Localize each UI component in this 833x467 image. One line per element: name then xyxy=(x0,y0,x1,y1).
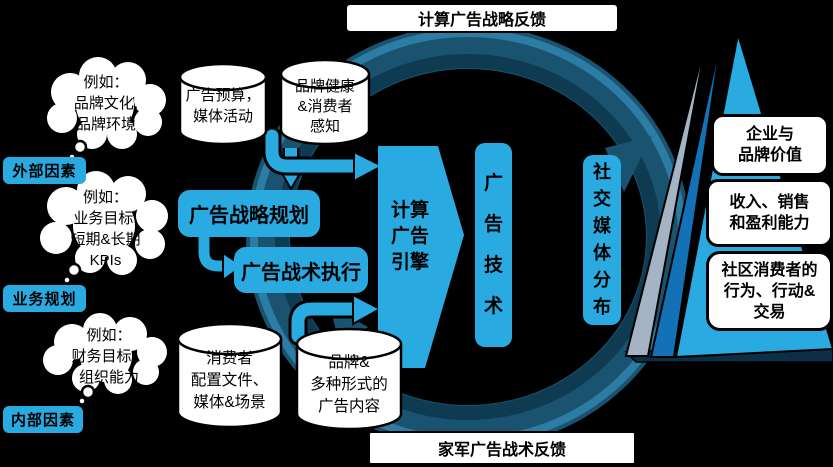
cylinder-text-ad-budget: 广告预算， 媒体活动 xyxy=(185,87,261,125)
flow-arrow-strategy-tactics-icon xyxy=(196,230,245,282)
engine-label: 计算 广告 引擎 xyxy=(390,200,429,273)
thought-cloud-business xyxy=(37,168,171,285)
cloud-text-business: 例如： 业务目标, 短期&长期 KPIs xyxy=(70,189,141,269)
cylinder-text-ad-content: 品牌& 多种形式的 广告内容 xyxy=(310,354,388,415)
social-media-distribution-box: 社 交 媒 体 分 布 xyxy=(583,155,621,325)
tag-business-planning: 业务规划 xyxy=(3,285,86,312)
database-cylinder-ad-budget xyxy=(178,62,268,146)
strategy-planning-box: 广告战略规划 xyxy=(178,190,320,237)
cloud-text-external: 例如： 品牌文化, 品牌环境 xyxy=(73,74,139,133)
tag-external-factors: 外部因素 xyxy=(3,157,86,184)
feedback-top-label: 计算广告战略反馈 xyxy=(345,3,619,33)
tag-internal-factors: 内部因素 xyxy=(3,406,83,433)
flow-arrow-bottom-icon xyxy=(288,293,383,346)
tactics-execution-box: 广告战术执行 xyxy=(234,247,368,293)
outcome-brand-value-box: 企业与 品牌价值 xyxy=(711,114,829,176)
thought-cloud-internal xyxy=(40,310,170,406)
feedback-bottom-label: 家军广告战术反馈 xyxy=(368,431,636,465)
outcome-community-behavior-box: 社区消费者的 行为、行动& 交易 xyxy=(706,251,833,331)
database-cylinder-ad-content xyxy=(295,327,403,431)
thought-cloud-external xyxy=(44,54,169,162)
flow-arrow-top-icon xyxy=(262,126,385,183)
ad-tech-box: 广 告 技 术 xyxy=(475,143,512,347)
cylinder-text-consumer-profile: 消费者 配置文件、 媒体&场景 xyxy=(190,350,269,411)
outcome-revenue-box: 收入、销售 和盈利能力 xyxy=(706,179,833,247)
ring-arrowhead-right-icon xyxy=(605,136,652,192)
cloud-text-internal: 例如： 财务目标、 组织能力 xyxy=(71,327,147,386)
database-cylinder-consumer-profile xyxy=(176,322,283,429)
database-cylinder-brand-health xyxy=(279,58,371,146)
engine-arrow-shape xyxy=(378,146,464,368)
cylinder-text-brand-health: 品牌健康 &消费者 感知 xyxy=(294,78,355,135)
